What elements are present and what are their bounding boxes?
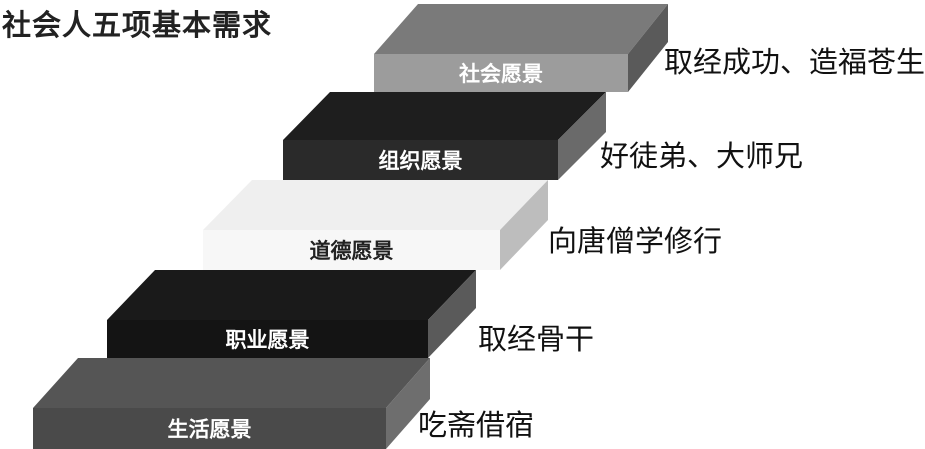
- step-label: 社会愿景: [458, 62, 543, 86]
- step-4: 职业愿景: [107, 270, 476, 358]
- step-top-face: [374, 4, 668, 54]
- step-side-face: [500, 180, 548, 270]
- step-front-face: [203, 230, 500, 270]
- step-note: 取经骨干: [478, 322, 595, 356]
- step-side-face: [628, 4, 668, 92]
- step-front-face: [374, 54, 628, 92]
- step-top-face: [283, 92, 606, 140]
- diagram-title: 社会人五项基本需求: [2, 8, 273, 42]
- step-top-face: [107, 270, 476, 320]
- step-1: 社会愿景: [374, 4, 668, 92]
- step-side-face: [386, 358, 430, 449]
- step-2: 组织愿景: [283, 92, 606, 180]
- step-side-face: [558, 92, 606, 180]
- step-top-face: [203, 180, 548, 230]
- step-label: 职业愿景: [226, 328, 310, 352]
- step-front-face: [33, 408, 386, 449]
- step-front-face: [107, 320, 428, 358]
- step-note: 取经成功、造福苍生: [664, 45, 925, 79]
- step-side-face: [428, 270, 476, 358]
- step-label: 组织愿景: [379, 149, 463, 173]
- step-5: 生活愿景: [33, 358, 430, 449]
- step-note: 向唐僧学修行: [548, 224, 723, 258]
- step-3: 道德愿景: [203, 180, 548, 270]
- step-top-face: [33, 358, 430, 408]
- step-note: 吃斋借宿: [418, 408, 535, 442]
- step-front-face: [283, 140, 558, 180]
- step-label: 道德愿景: [310, 239, 394, 263]
- step-note: 好徒弟、大师兄: [600, 139, 804, 173]
- step-label: 生活愿景: [168, 418, 252, 442]
